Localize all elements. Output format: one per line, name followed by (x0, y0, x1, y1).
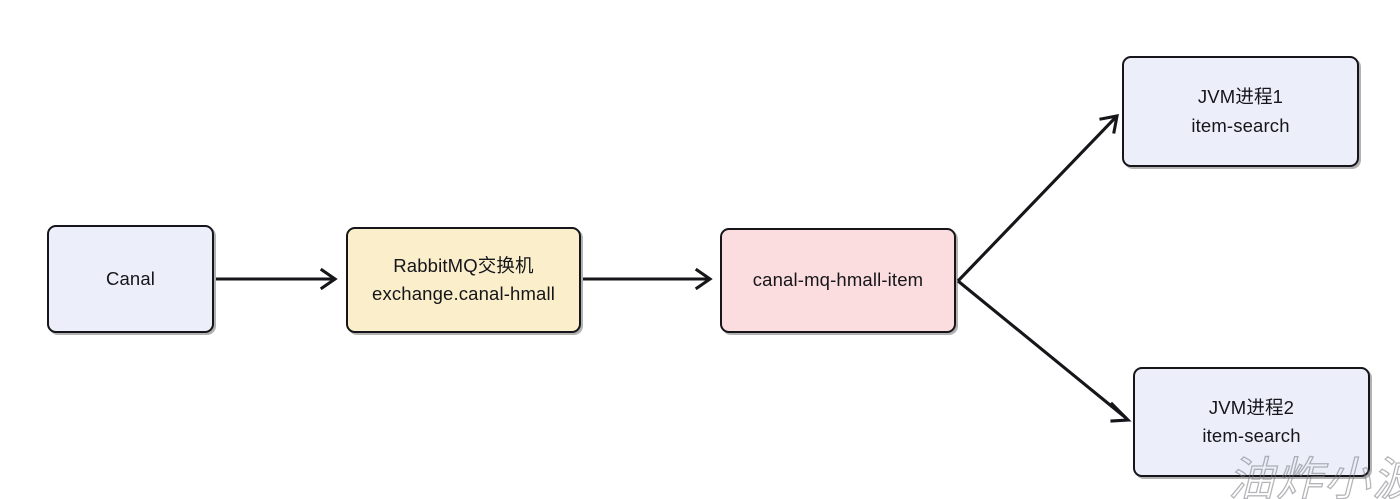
arrowhead-exchange-to-queue (694, 267, 713, 291)
watermark: 油炸小波 (1227, 451, 1400, 499)
arrowhead-queue-to-jvm1 (1099, 114, 1119, 134)
node-exchange-label-2: exchange.canal-hmall (372, 283, 555, 304)
edge-queue-to-jvm1 (956, 116, 1117, 283)
node-jvm1[interactable]: JVM进程1 item-search (1122, 56, 1359, 167)
node-exchange[interactable]: RabbitMQ交换机 exchange.canal-hmall (346, 227, 581, 333)
node-queue[interactable]: canal-mq-hmall-item (720, 228, 956, 333)
node-queue-label-1: canal-mq-hmall-item (752, 269, 924, 291)
node-jvm2-label-1: JVM进程2 (1208, 396, 1295, 418)
node-jvm2[interactable]: JVM进程2 item-search (1133, 367, 1370, 477)
arrowhead-queue-to-jvm2 (1109, 401, 1132, 423)
node-jvm1-label-1: JVM进程1 (1197, 86, 1284, 108)
node-jvm2-label-2: item-search (1202, 425, 1301, 446)
node-jvm1-label-2: item-search (1191, 114, 1290, 136)
node-exchange-label-1: RabbitMQ交换机 (393, 254, 534, 276)
node-canal[interactable]: Canal (47, 225, 214, 333)
node-canal-label-1: Canal (105, 267, 156, 289)
arrowhead-canal-to-exchange (319, 267, 338, 291)
edge-queue-to-jvm2 (957, 279, 1127, 420)
